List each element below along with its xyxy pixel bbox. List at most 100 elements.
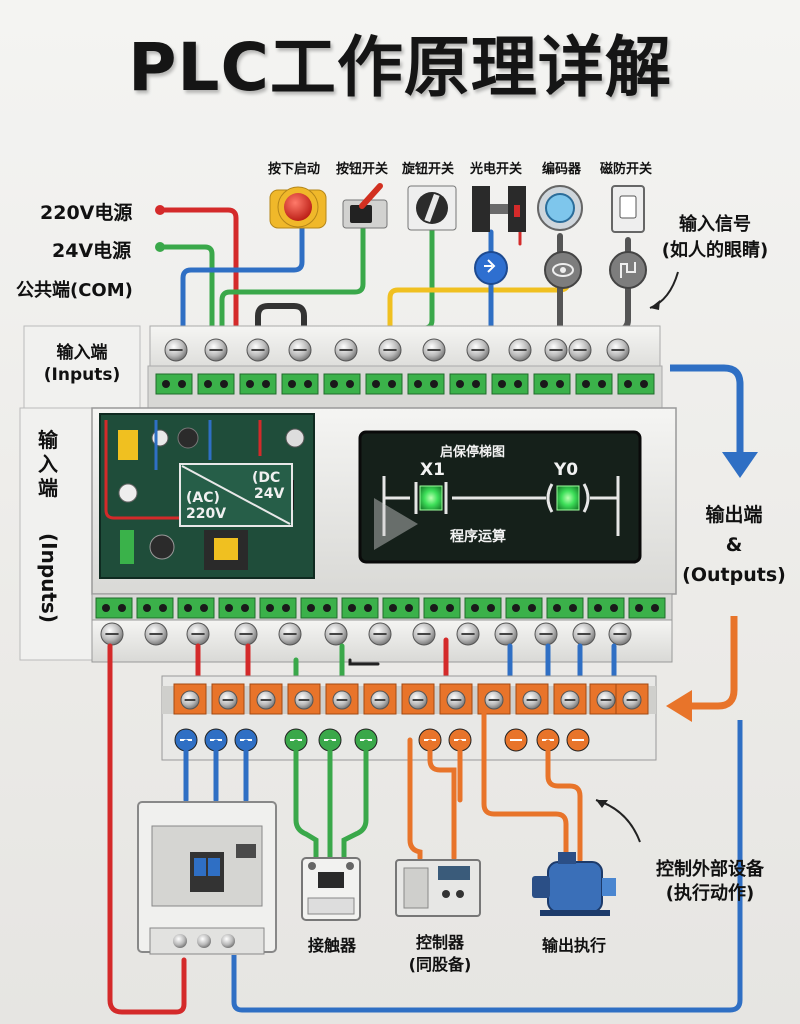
terminal-screw: [164, 338, 188, 362]
controller-label-line2: (同股备): [408, 955, 472, 974]
ac-supply-label: 220V电源: [40, 202, 133, 224]
motor-icon: [532, 852, 616, 916]
green-terminal: [259, 597, 297, 619]
terminal-screw: [368, 622, 392, 646]
lcd-contact-label: X1: [420, 460, 445, 480]
green-terminal: [407, 373, 445, 395]
green-terminal: [136, 597, 174, 619]
green-power-wire: [157, 244, 215, 355]
device-label-start: 按下启动: [268, 162, 321, 177]
flow-arrows: [231, 364, 758, 1013]
pm-24v-label: 24V: [254, 486, 284, 502]
terminal-screw: [446, 690, 466, 710]
vertical-char-3: 端: [38, 476, 58, 500]
output-terminal-label: 输出端 & (Outputs): [672, 500, 796, 590]
controller-label: 控制器 (同股备): [400, 932, 480, 976]
green-terminal: [575, 373, 613, 395]
motor-label: 输出执行: [541, 936, 606, 955]
com-label: 公共端(COM): [16, 280, 133, 301]
control-external-label: 控制外部设备 (执行动作): [626, 858, 794, 906]
terminal-screw: [508, 338, 532, 362]
green-terminal: [491, 373, 529, 395]
green-terminal: [628, 597, 666, 619]
green-terminal: [197, 373, 235, 395]
terminal-screw: [606, 338, 630, 362]
vertical-inputs-latin: (Inputs): [37, 533, 61, 623]
jumper-black-wire: [255, 303, 307, 353]
terminal-screw: [294, 690, 314, 710]
dc-supply-label: 24V电源: [52, 240, 132, 262]
input-green-terminal-strip: [155, 373, 655, 395]
green-terminal: [423, 597, 461, 619]
return-flow-arrow: [690, 616, 738, 710]
terminal-screw: [622, 690, 642, 710]
green-terminal: [281, 373, 319, 395]
encoder-icon: [537, 185, 583, 289]
control-external-line2: (执行动作): [665, 883, 755, 904]
terminal-screw: [332, 690, 352, 710]
pm-220v-label: 220V: [186, 506, 226, 522]
green-terminal: [323, 373, 361, 395]
page-title: PLC工作原理详解: [128, 29, 672, 106]
lcd-coil-label: Y0: [554, 460, 579, 480]
green-terminal: [300, 597, 338, 619]
rotary-knob-icon: [407, 185, 457, 231]
green-terminal: [546, 597, 584, 619]
terminal-screw: [370, 690, 390, 710]
red-wire-end: [155, 205, 165, 215]
input-signal-arrow: [649, 271, 679, 309]
input-terminal-line1: 输入端: [56, 343, 108, 363]
terminal-screw: [234, 622, 258, 646]
green-wire-end: [155, 242, 165, 252]
device-label-photo: 光电开关: [470, 162, 523, 177]
lcd-header: 启保停梯图: [440, 445, 506, 460]
contactor-label: 接触器: [307, 936, 356, 955]
red-pushbutton-icon: [269, 186, 327, 229]
terminal-screw: [256, 690, 276, 710]
vertical-char-2: 入: [38, 452, 58, 476]
terminal-screw: [378, 338, 402, 362]
terminal-screw: [534, 622, 558, 646]
pm-dc-label: (DC: [252, 470, 280, 486]
green-terminal: [341, 597, 379, 619]
power-wires: [157, 207, 305, 355]
terminal-screw: [422, 338, 446, 362]
contactor-icon: [301, 857, 361, 921]
green-terminal: [617, 373, 655, 395]
circuit-breaker-icon: [137, 801, 277, 955]
terminal-screw: [334, 338, 358, 362]
green-terminal: [464, 597, 502, 619]
terminal-screw: [100, 622, 124, 646]
terminal-screw: [412, 622, 436, 646]
green-terminal: [155, 373, 193, 395]
terminal-screw: [204, 338, 228, 362]
terminal-screw: [408, 690, 428, 710]
magnetic-switch-icon: [609, 185, 647, 289]
terminal-screw: [278, 622, 302, 646]
output-terminal-line3: (Outputs): [682, 564, 786, 586]
toggle-switch-green-wire: [219, 225, 366, 355]
terminal-screw: [484, 690, 504, 710]
terminal-screw: [494, 622, 518, 646]
lcd-footer: 程序运算: [450, 529, 506, 545]
photoelectric-sensor-icon: [472, 186, 526, 285]
rotary-green-wire: [412, 227, 435, 331]
terminal-screw: [246, 338, 270, 362]
terminal-screw: [608, 622, 632, 646]
toggle-switch-icon: [342, 183, 388, 229]
input-signal-line1: 输入信号: [679, 214, 751, 235]
terminal-screw: [324, 622, 348, 646]
green-terminal: [218, 597, 256, 619]
terminal-screw: [144, 622, 168, 646]
green-terminal: [505, 597, 543, 619]
vertical-char-1: 输: [38, 428, 58, 452]
lcd-screen: [358, 430, 642, 564]
control-external-line1: 控制外部设备: [656, 859, 764, 880]
device-label-magnetic: 磁防开关: [600, 162, 653, 177]
terminal-screw: [544, 338, 568, 362]
device-label-rotary: 旋钮开关: [402, 162, 455, 177]
terminal-screw: [218, 690, 238, 710]
terminal-screw: [180, 690, 200, 710]
